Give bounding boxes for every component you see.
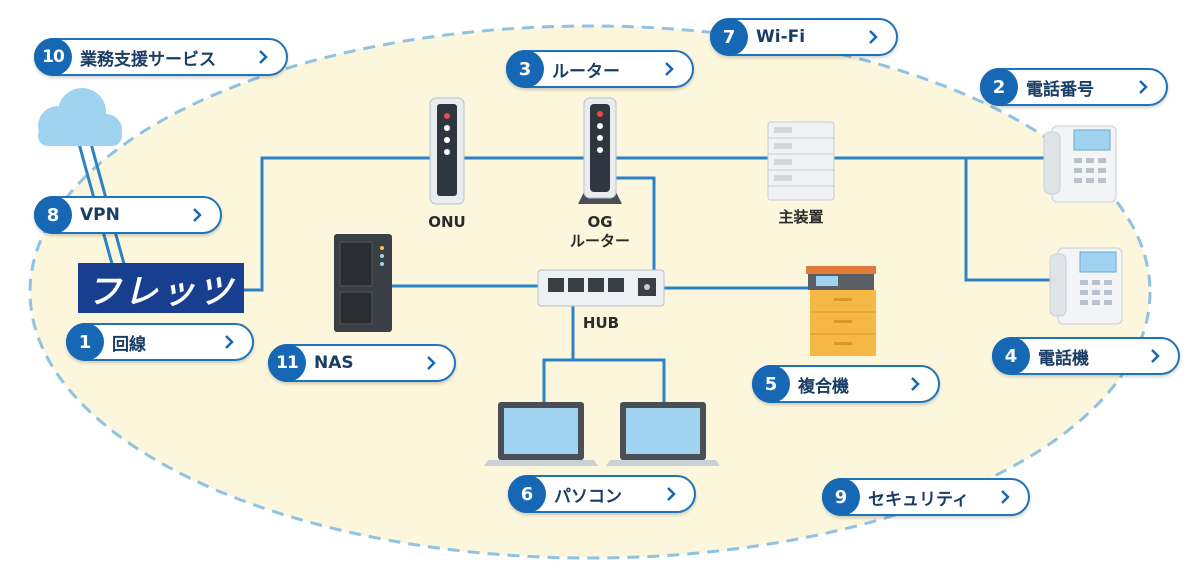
og-router-icon xyxy=(578,97,622,204)
chevron-right-icon xyxy=(1001,490,1010,504)
pill-label: 回線 xyxy=(112,334,146,355)
cloud-icon xyxy=(38,88,122,146)
onu-icon xyxy=(429,97,465,205)
chevron-right-icon xyxy=(911,377,920,391)
chevron-right-icon xyxy=(869,30,878,44)
pill-label: 電話番号 xyxy=(1026,79,1094,100)
mfp-icon xyxy=(806,266,876,356)
og-router-label-line2: ルーター xyxy=(569,232,630,250)
pill-label: Wi-Fi xyxy=(756,27,806,47)
pill-vpn[interactable]: 8 VPN xyxy=(34,196,222,234)
laptop-icon-right xyxy=(606,402,720,466)
main-unit-label: 主装置 xyxy=(778,208,824,226)
pill-number: 5 xyxy=(752,365,790,403)
og-router-label: OG ルーター xyxy=(560,213,640,251)
main-unit-icon xyxy=(767,121,835,201)
pill-wifi[interactable]: 7 Wi-Fi xyxy=(710,18,898,56)
onu-label: ONU xyxy=(428,213,466,231)
pill-phone-number[interactable]: 2 電話番号 xyxy=(980,68,1168,106)
pill-mfp[interactable]: 5 複合機 xyxy=(752,365,940,403)
pill-label: VPN xyxy=(80,205,120,225)
hub-label: HUB xyxy=(582,314,620,332)
flets-logo: フレッツ xyxy=(78,263,244,313)
pill-phone[interactable]: 4 電話機 xyxy=(992,337,1180,375)
pill-security[interactable]: 9 セキュリティ xyxy=(822,478,1030,516)
pill-pc[interactable]: 6 パソコン xyxy=(508,475,696,513)
og-router-label-line1: OG xyxy=(587,213,613,231)
flets-logo-text: フレッツ xyxy=(87,271,235,312)
phone-icon-lower xyxy=(1049,247,1123,325)
pill-label: 電話機 xyxy=(1038,348,1089,369)
pill-number: 8 xyxy=(34,196,72,234)
phone-icon-upper xyxy=(1043,125,1117,203)
pill-number: 7 xyxy=(710,18,748,56)
pill-number: 6 xyxy=(508,475,546,513)
chevron-right-icon xyxy=(1151,349,1160,363)
pill-label: 業務支援サービス xyxy=(80,49,216,70)
chevron-right-icon xyxy=(1139,80,1148,94)
pill-number: 9 xyxy=(822,478,860,516)
hub-icon xyxy=(537,269,665,307)
pill-label: セキュリティ xyxy=(868,489,969,510)
chevron-right-icon xyxy=(193,208,202,222)
chevron-right-icon xyxy=(667,487,676,501)
pill-label: パソコン xyxy=(554,486,622,507)
line-to-phone-lower xyxy=(964,158,1058,282)
chevron-right-icon xyxy=(259,50,268,64)
chevron-right-icon xyxy=(665,62,674,76)
line-hub-to-pc2 xyxy=(573,358,666,402)
chevron-right-icon xyxy=(427,356,436,370)
laptop-icon-left xyxy=(484,402,598,466)
pill-number: 4 xyxy=(992,337,1030,375)
pill-number: 2 xyxy=(980,68,1018,106)
chevron-right-icon xyxy=(225,335,234,349)
nas-icon xyxy=(334,234,392,332)
pill-label: NAS xyxy=(314,353,354,373)
pill-number: 3 xyxy=(506,50,544,88)
pill-nas[interactable]: 11 NAS xyxy=(268,344,456,382)
pill-business-support[interactable]: 10 業務支援サービス xyxy=(34,38,288,76)
pill-router[interactable]: 3 ルーター xyxy=(506,50,694,88)
pill-label: 複合機 xyxy=(798,376,849,397)
pill-line[interactable]: 1 回線 xyxy=(66,323,254,361)
pill-number: 1 xyxy=(66,323,104,361)
pill-number: 10 xyxy=(34,38,72,76)
line-hub-to-pcs xyxy=(542,306,575,402)
pill-number: 11 xyxy=(268,344,306,382)
pill-label: ルーター xyxy=(552,61,620,82)
